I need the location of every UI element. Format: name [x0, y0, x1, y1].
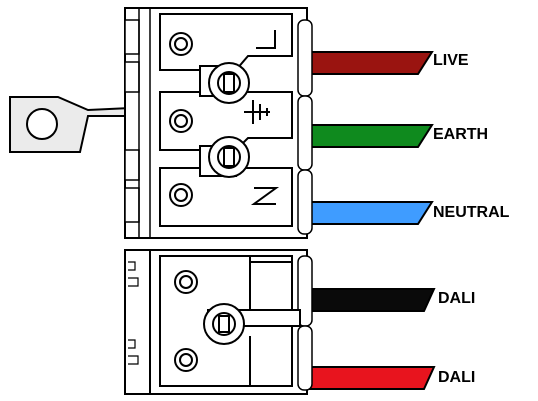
wire-live	[305, 51, 434, 75]
mounting-bracket	[9, 96, 133, 153]
wire-dali-red	[305, 366, 436, 390]
earth-symbol-icon	[244, 100, 270, 124]
wire-dali-black	[305, 288, 436, 312]
live-symbol-icon	[256, 30, 276, 49]
dali-terminal-block	[124, 249, 313, 395]
bracket-hole-icon	[26, 108, 58, 140]
wire-label-dali-1: DALI	[438, 290, 476, 307]
wire-label-neutral: NEUTRAL	[433, 204, 510, 221]
wire-neutral	[305, 201, 434, 225]
wire-label-live: LIVE	[433, 52, 469, 69]
wire-label-earth: EARTH	[433, 126, 489, 143]
neutral-symbol-icon	[250, 187, 280, 205]
wire-label-dali-2: DALI	[438, 369, 476, 386]
wire-earth	[305, 124, 434, 148]
mains-terminal-block	[124, 7, 313, 239]
